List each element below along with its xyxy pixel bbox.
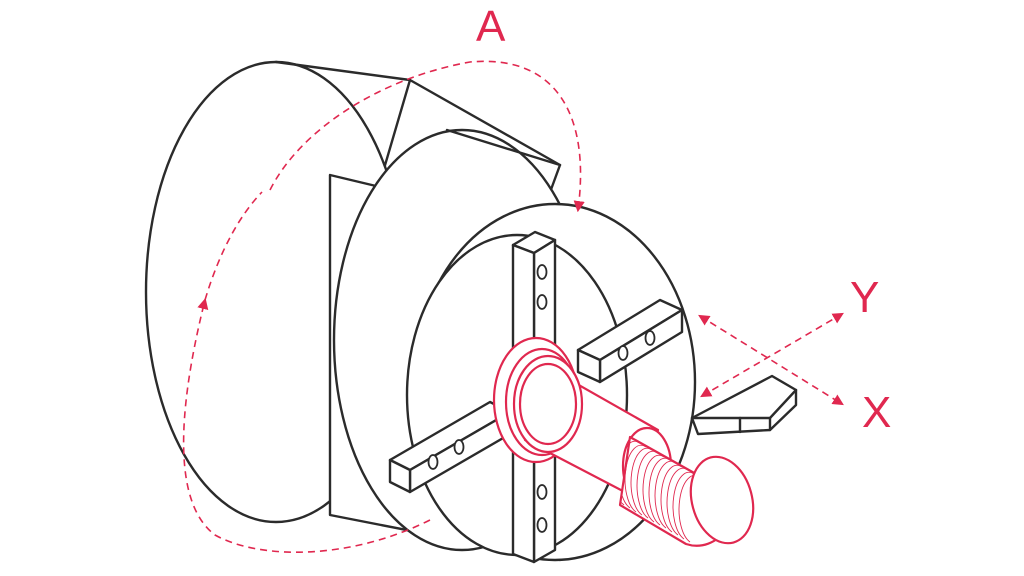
thread-lines	[620, 437, 701, 543]
axis-label-x: X	[862, 388, 892, 437]
axis-arrows	[698, 312, 844, 406]
rotation-arrow-a	[182, 60, 585, 554]
dashed-curved-arrow-icon	[269, 60, 585, 213]
rotation-label-a: A	[476, 2, 506, 51]
workpiece	[492, 336, 755, 547]
cutting-tool	[690, 374, 798, 436]
dashed-curved-arrow-icon	[182, 297, 431, 554]
axis-label-y: Y	[850, 273, 880, 322]
dashed-double-arrow-icon	[700, 312, 844, 398]
chuck-jaw-left	[388, 400, 512, 494]
chuck-jaw-right	[576, 298, 684, 384]
